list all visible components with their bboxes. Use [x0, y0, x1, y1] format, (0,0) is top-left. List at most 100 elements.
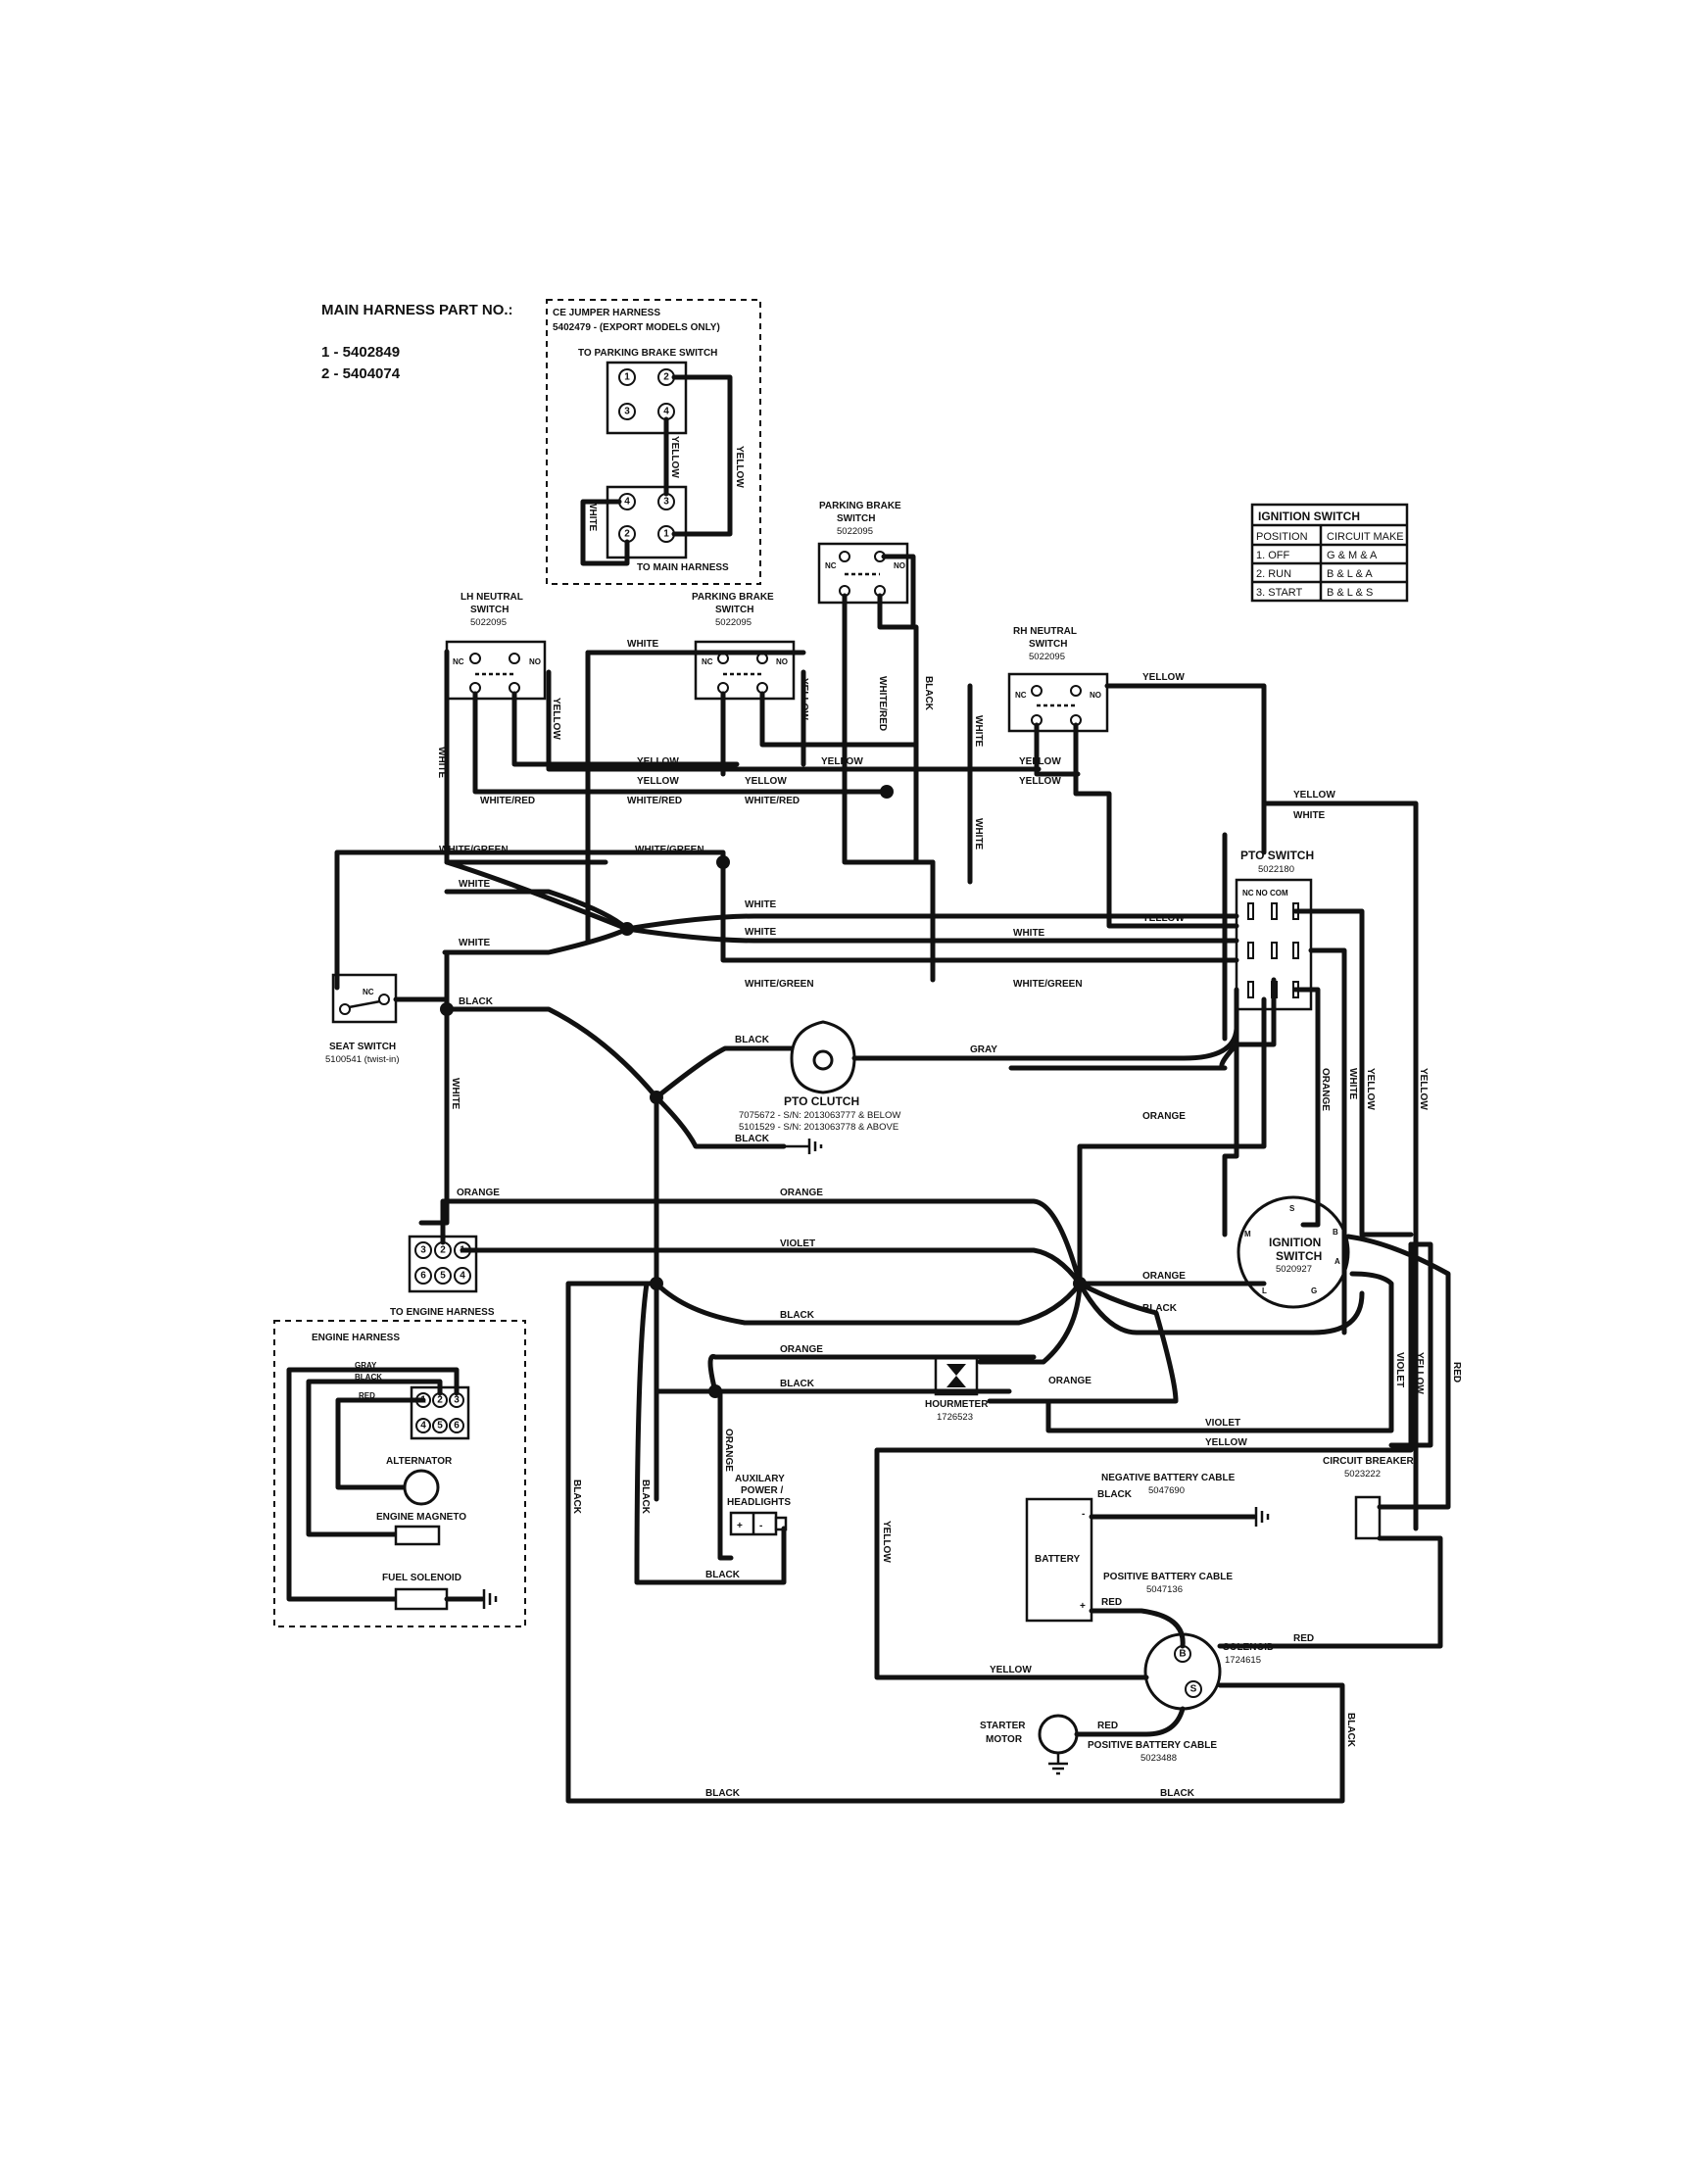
svg-text:BLACK: BLACK: [1345, 1713, 1356, 1748]
harness-title: MAIN HARNESS PART NO.:: [321, 302, 513, 318]
seat-switch: NC SEAT SWITCH 5100541 (twist-in): [325, 973, 400, 1065]
hourmeter: HOURMETER 1726523: [925, 1355, 989, 1423]
svg-text:+: +: [1080, 1601, 1086, 1612]
svg-text:YELLOW: YELLOW: [1414, 1352, 1425, 1394]
svg-text:-: -: [759, 1521, 762, 1531]
svg-text:NC: NC: [453, 657, 464, 666]
svg-text:MOTOR: MOTOR: [986, 1734, 1023, 1745]
ce-jumper-subtitle: 5402479 - (EXPORT MODELS ONLY): [553, 322, 720, 333]
junction-dot: [650, 1277, 663, 1290]
svg-text:SWITCH: SWITCH: [715, 605, 753, 615]
svg-text:POWER /: POWER /: [741, 1485, 784, 1496]
svg-text:5022095: 5022095: [715, 617, 752, 628]
harness-part-1: 1 - 5402849: [321, 344, 400, 361]
svg-text:BLACK: BLACK: [640, 1480, 651, 1515]
svg-text:B & L & A: B & L & A: [1327, 568, 1373, 580]
svg-text:AUXILARY: AUXILARY: [735, 1474, 785, 1484]
svg-text:IGNITION SWITCH: IGNITION SWITCH: [1258, 510, 1360, 523]
svg-text:WHITE/GREEN: WHITE/GREEN: [745, 979, 814, 990]
svg-text:1726523: 1726523: [937, 1412, 973, 1423]
junction-dot: [440, 1002, 454, 1016]
svg-text:WHITE: WHITE: [450, 1078, 461, 1110]
svg-text:BLACK: BLACK: [923, 676, 934, 711]
svg-text:B & L & S: B & L & S: [1327, 587, 1373, 599]
svg-text:RED: RED: [1101, 1597, 1122, 1608]
svg-text:IGNITION: IGNITION: [1269, 1236, 1321, 1249]
svg-text:ORANGE: ORANGE: [723, 1429, 734, 1472]
svg-text:VIOLET: VIOLET: [1394, 1352, 1405, 1387]
svg-text:6: 6: [420, 1271, 426, 1282]
svg-text:WHITE/RED: WHITE/RED: [745, 796, 800, 806]
svg-text:NO: NO: [529, 657, 541, 666]
svg-text:PTO SWITCH: PTO SWITCH: [1240, 849, 1314, 862]
svg-text:GRAY: GRAY: [355, 1361, 377, 1370]
svg-text:TO ENGINE HARNESS: TO ENGINE HARNESS: [390, 1307, 495, 1318]
svg-text:BLACK: BLACK: [1160, 1788, 1195, 1799]
svg-text:WHITE: WHITE: [1293, 810, 1326, 821]
svg-text:YELLOW: YELLOW: [799, 678, 809, 720]
svg-text:YELLOW: YELLOW: [990, 1665, 1032, 1675]
rh-neutral-switch: RH NEUTRAL SWITCH 5022095 NC NO: [1007, 626, 1109, 733]
svg-text:ORANGE: ORANGE: [1048, 1376, 1092, 1386]
svg-text:5023222: 5023222: [1344, 1469, 1381, 1480]
svg-text:CIRCUIT MAKE: CIRCUIT MAKE: [1327, 531, 1404, 543]
svg-text:WHITE: WHITE: [745, 927, 777, 938]
svg-text:4: 4: [624, 497, 630, 508]
ce-top-connector: [606, 361, 688, 435]
svg-text:2: 2: [624, 529, 630, 540]
svg-text:A: A: [1334, 1257, 1340, 1266]
svg-text:YELLOW: YELLOW: [1205, 1437, 1247, 1448]
svg-text:BLACK: BLACK: [705, 1788, 741, 1799]
svg-text:BLACK: BLACK: [571, 1480, 582, 1515]
harness-part-2: 2 - 5404074: [321, 365, 401, 382]
svg-text:YELLOW: YELLOW: [1019, 756, 1061, 767]
parking-brake-switch-top: PARKING BRAKE SWITCH 5022095 NC NO: [817, 501, 909, 605]
svg-text:B: B: [1179, 1649, 1186, 1660]
svg-text:SWITCH: SWITCH: [1029, 639, 1067, 650]
svg-text:BLACK: BLACK: [735, 1134, 770, 1144]
ce-to-parking-label: TO PARKING BRAKE SWITCH: [578, 348, 717, 359]
svg-text:7075672 - S/N: 2013063777 & BE: 7075672 - S/N: 2013063777 & BELOW: [739, 1110, 900, 1121]
wire-labels: WHITE YELLOW YELLOW YELLOW YELLOW YELLOW…: [436, 639, 1462, 1799]
ce-to-main-label: TO MAIN HARNESS: [637, 562, 729, 573]
svg-text:WHITE: WHITE: [436, 747, 447, 779]
svg-text:4: 4: [663, 407, 669, 417]
svg-text:WHITE: WHITE: [1013, 928, 1045, 939]
svg-text:WHITE/RED: WHITE/RED: [877, 676, 888, 731]
svg-text:ORANGE: ORANGE: [1320, 1068, 1331, 1111]
svg-text:ENGINE HARNESS: ENGINE HARNESS: [312, 1333, 400, 1343]
svg-text:ALTERNATOR: ALTERNATOR: [386, 1456, 453, 1467]
svg-text:1: 1: [624, 372, 630, 383]
svg-text:RED: RED: [1097, 1721, 1118, 1731]
svg-text:YELLOW: YELLOW: [1142, 672, 1185, 683]
svg-text:POSITION: POSITION: [1256, 531, 1308, 543]
svg-text:5022095: 5022095: [1029, 652, 1065, 662]
svg-text:WHITE: WHITE: [587, 500, 598, 532]
svg-text:YELLOW: YELLOW: [1142, 913, 1185, 924]
svg-text:3: 3: [663, 497, 669, 508]
svg-text:1724615: 1724615: [1225, 1655, 1261, 1666]
svg-text:4: 4: [420, 1421, 426, 1432]
svg-text:1: 1: [663, 529, 669, 540]
svg-text:POSITIVE BATTERY CABLE: POSITIVE BATTERY CABLE: [1088, 1740, 1217, 1751]
svg-text:WHITE/RED: WHITE/RED: [627, 796, 682, 806]
svg-text:YELLOW: YELLOW: [669, 436, 680, 478]
svg-text:SWITCH: SWITCH: [837, 513, 875, 524]
svg-text:RH NEUTRAL: RH NEUTRAL: [1013, 626, 1077, 637]
svg-text:5047690: 5047690: [1148, 1485, 1185, 1496]
svg-text:5101529 - S/N: 2013063778 & AB: 5101529 - S/N: 2013063778 & ABOVE: [739, 1122, 898, 1133]
svg-text:NC: NC: [702, 657, 713, 666]
svg-text:5022095: 5022095: [837, 526, 873, 537]
junction-dot: [880, 785, 894, 799]
svg-text:YELLOW: YELLOW: [745, 776, 787, 787]
svg-text:WHITE/RED: WHITE/RED: [480, 796, 535, 806]
svg-text:2: 2: [437, 1395, 443, 1406]
svg-text:BLACK: BLACK: [1097, 1489, 1133, 1500]
svg-text:YELLOW: YELLOW: [551, 698, 561, 740]
ignition-switch: IGNITION SWITCH 5020927 S B A G L M: [1237, 1195, 1350, 1309]
svg-text:5023488: 5023488: [1140, 1753, 1177, 1764]
svg-text:POSITIVE BATTERY CABLE: POSITIVE BATTERY CABLE: [1103, 1572, 1233, 1582]
svg-text:S: S: [1289, 1204, 1295, 1213]
svg-text:1. OFF: 1. OFF: [1256, 550, 1290, 561]
svg-text:WHITE: WHITE: [973, 818, 984, 850]
